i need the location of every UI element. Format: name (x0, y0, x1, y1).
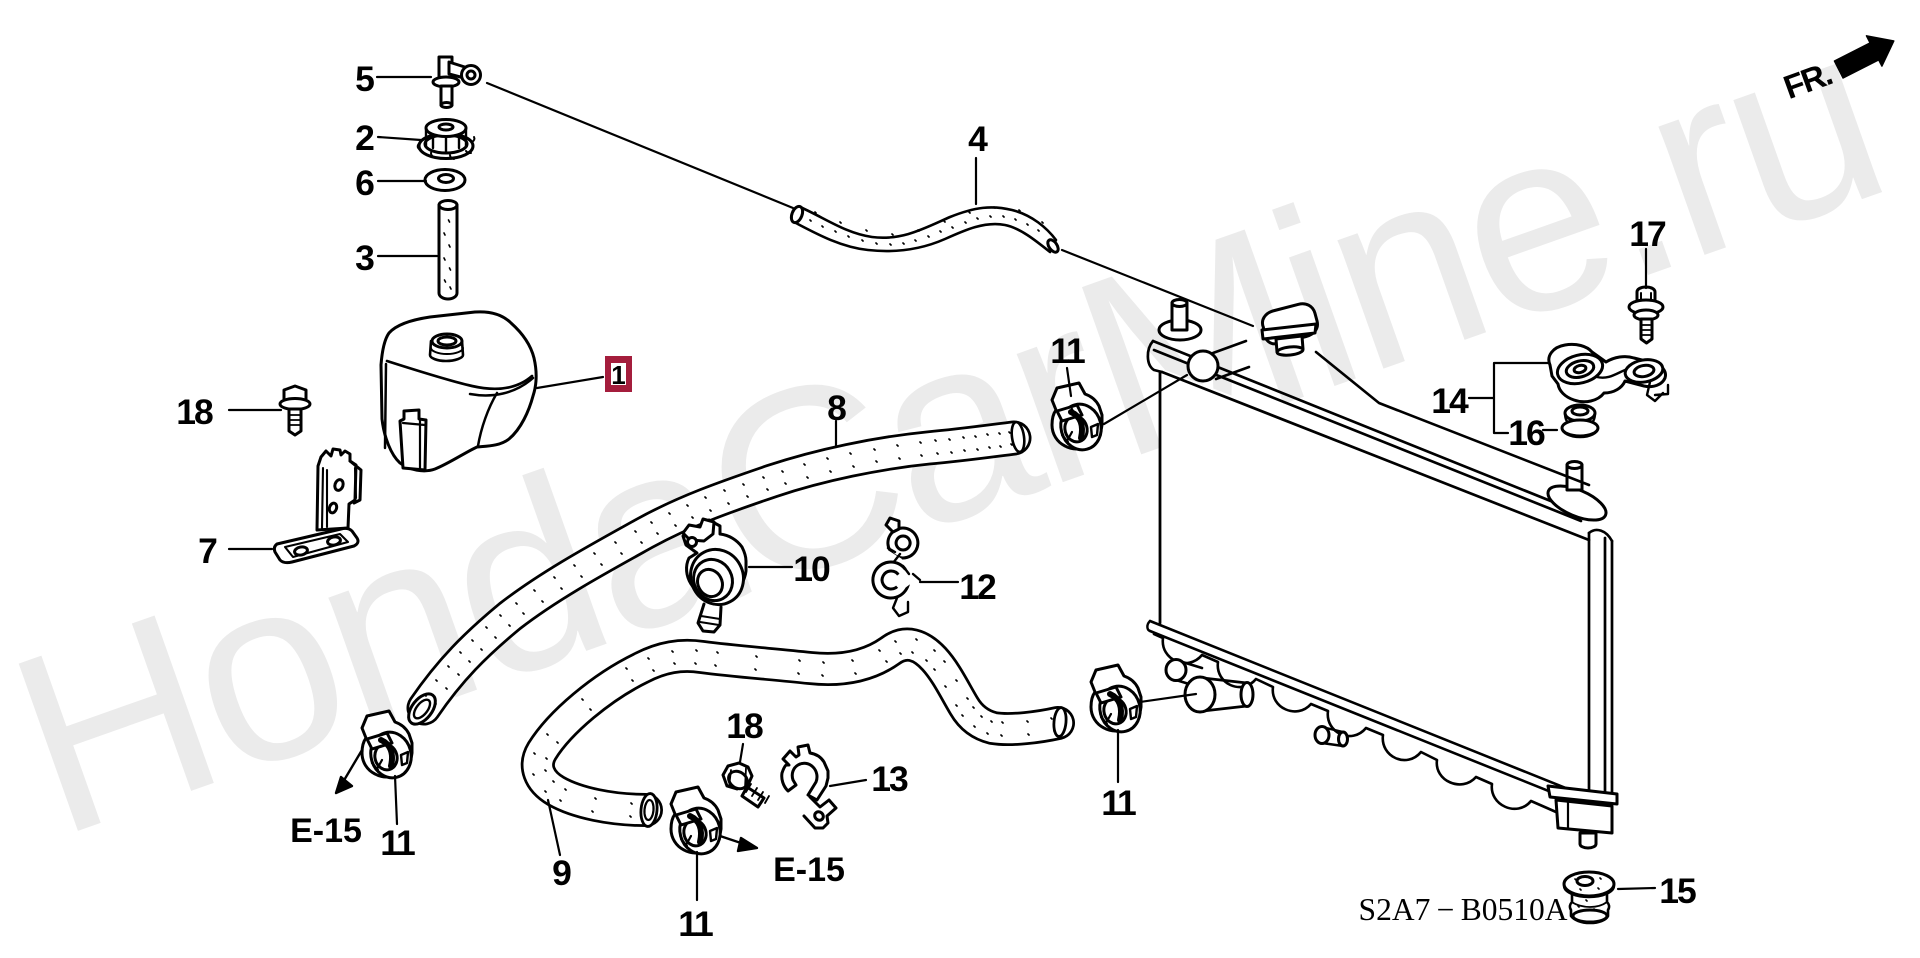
svg-text:E-15: E-15 (290, 812, 362, 850)
svg-text:11: 11 (380, 823, 415, 863)
svg-text:1: 1 (611, 360, 625, 390)
svg-text:11: 11 (678, 904, 713, 944)
svg-text:15: 15 (1659, 871, 1696, 911)
svg-text:11: 11 (1050, 331, 1085, 371)
svg-text:12: 12 (959, 567, 996, 607)
svg-text:5: 5 (355, 59, 374, 99)
svg-text:16: 16 (1508, 413, 1545, 453)
svg-text:8: 8 (827, 388, 846, 428)
svg-text:3: 3 (355, 238, 374, 278)
svg-text:6: 6 (355, 163, 374, 203)
svg-text:14: 14 (1431, 381, 1469, 421)
svg-text:10: 10 (793, 549, 830, 589)
svg-text:18: 18 (726, 706, 763, 746)
svg-text:2: 2 (355, 118, 374, 158)
svg-text:E-15: E-15 (773, 851, 845, 889)
svg-text:9: 9 (552, 853, 571, 893)
svg-text:4: 4 (968, 119, 988, 159)
svg-text:18: 18 (176, 392, 213, 432)
svg-text:11: 11 (1101, 783, 1136, 823)
svg-text:S2A7 − B0510A: S2A7 − B0510A (1359, 892, 1568, 927)
svg-text:7: 7 (198, 531, 217, 571)
svg-text:17: 17 (1629, 214, 1666, 254)
svg-text:13: 13 (871, 759, 908, 799)
